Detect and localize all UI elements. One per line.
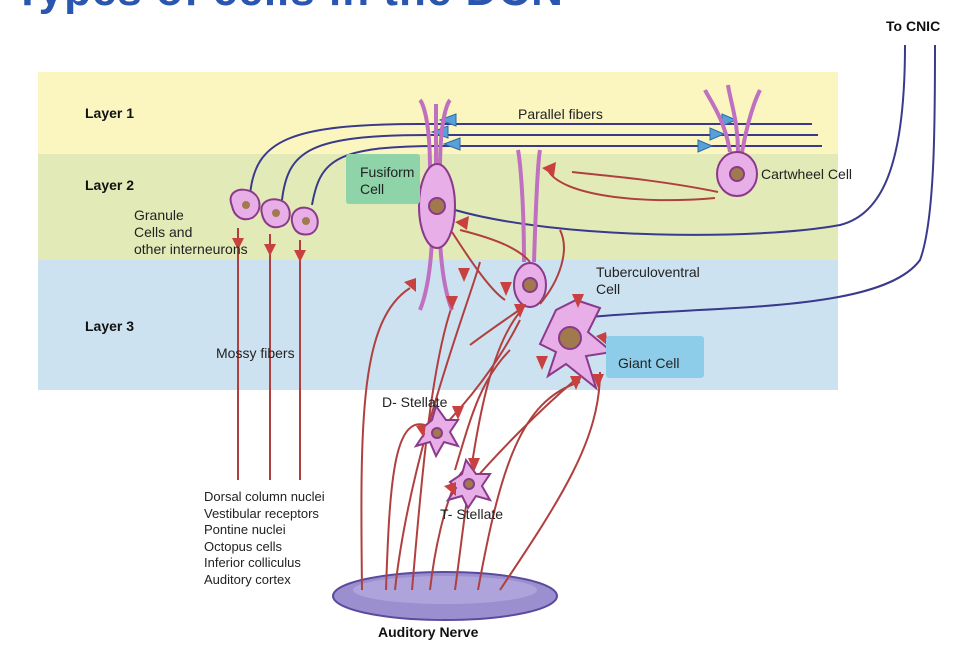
parallel-fibers-label: Parallel fibers	[518, 106, 603, 122]
tuberculoventral-label-line2: Cell	[596, 280, 621, 297]
fusiform-label-line1: Fusiform	[360, 164, 415, 180]
layer-1-label: Layer 1	[85, 105, 135, 121]
input-source: Auditory cortex	[204, 571, 291, 587]
cartwheel-label: Cartwheel Cell	[761, 166, 853, 182]
giant-cell-label: Giant Cell	[618, 355, 680, 371]
granule-label-line1: Granule	[134, 207, 184, 223]
layer-3-label: Layer 3	[85, 318, 135, 334]
tuberculoventral-cell	[513, 149, 547, 308]
giant-cell	[538, 298, 615, 391]
mossy-fibers-label: Mossy fibers	[216, 345, 295, 361]
parallel-fibers	[249, 123, 822, 206]
d-stellate-label: D- Stellate	[382, 394, 448, 410]
to-cnic-label: To CNIC	[886, 18, 941, 34]
input-source: Dorsal column nuclei	[204, 489, 325, 504]
inhibitory-connections	[451, 169, 719, 346]
input-source: Inferior colliculus	[204, 555, 301, 570]
granule-terminals	[232, 238, 306, 262]
input-source: Pontine nuclei	[204, 522, 286, 537]
giant-cell-highlight	[606, 336, 704, 378]
d-stellate-cell	[413, 403, 461, 459]
fusiform-label: Fusiform Cell	[360, 164, 414, 198]
mossy-input-sources: Dorsal column nuclei Vestibular receptor…	[204, 489, 325, 588]
page-title: Types of cells in the DCN	[14, 0, 564, 16]
cartwheel-cell	[703, 84, 762, 197]
granule-label: Granule Cells and other interneurons	[134, 207, 248, 257]
fusiform-highlight	[346, 154, 420, 204]
input-source: Octopus cells	[204, 538, 283, 554]
fusiform-label-line2: Cell	[360, 180, 385, 197]
fusiform-cell	[418, 98, 456, 311]
input-source: Vestibular receptors	[204, 505, 319, 521]
red-terminals	[404, 162, 608, 496]
t-stellate-cell	[445, 457, 493, 510]
granule-label-line2: Cells and	[134, 223, 193, 240]
auditory-nerve-label: Auditory Nerve	[378, 624, 479, 640]
mossy-fibers	[237, 228, 301, 480]
tuberculoventral-label-line1: Tuberculoventral	[596, 264, 700, 280]
layer-2-label: Layer 2	[85, 177, 135, 193]
layer-3-band	[38, 260, 838, 390]
cnic-projections	[454, 44, 936, 319]
tuberculoventral-label: Tuberculoventral Cell	[596, 264, 700, 298]
granule-label-line3: other interneurons	[134, 240, 248, 257]
t-stellate-label: T- Stellate	[440, 506, 504, 522]
